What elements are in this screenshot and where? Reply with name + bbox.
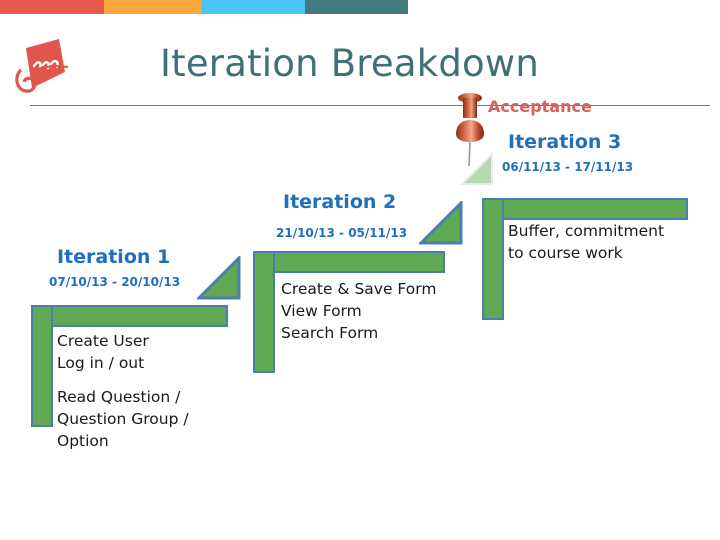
list-item: Log in / out bbox=[57, 354, 145, 372]
list-item: Option bbox=[57, 432, 109, 450]
iteration-1-arrowhead-icon bbox=[195, 254, 241, 300]
list-item: Search Form bbox=[281, 324, 379, 342]
iteration-1-bracket-side bbox=[31, 305, 53, 427]
iteration-2-bracket-side bbox=[253, 251, 275, 373]
iteration-3-bracket-side bbox=[482, 198, 504, 320]
list-item: Create User bbox=[57, 332, 149, 350]
list-item: Question Group / bbox=[57, 410, 189, 428]
list-item: Create & Save Form bbox=[281, 280, 437, 298]
color-band-segment-teal bbox=[305, 0, 408, 14]
iteration-3-item-list: Buffer, commitment to course work bbox=[508, 220, 698, 264]
page-title: Iteration Breakdown bbox=[160, 42, 539, 85]
iteration-2-item-list: Create & Save Form View Form Search Form bbox=[281, 278, 461, 344]
iteration-1-bracket-top bbox=[31, 305, 228, 327]
list-item: Read Question / bbox=[57, 388, 181, 406]
iteration-2-bracket-top bbox=[253, 251, 445, 273]
list-item: View Form bbox=[281, 302, 362, 320]
iteration-3-bracket-top bbox=[482, 198, 688, 220]
color-band-segment-orange bbox=[104, 0, 202, 14]
iteration-1-heading: Iteration 1 bbox=[57, 246, 171, 268]
pushpin-icon bbox=[448, 88, 492, 168]
iteration-1-dates: 07/10/13 - 20/10/13 bbox=[49, 275, 181, 289]
decorative-color-band bbox=[0, 0, 720, 14]
iteration-3-dates: 06/11/13 - 17/11/13 bbox=[502, 160, 634, 174]
iteration-2-heading: Iteration 2 bbox=[283, 191, 397, 213]
iteration-2-dates: 21/10/13 - 05/11/13 bbox=[276, 226, 408, 240]
iteration-1-item-list: Create User Log in / out Read Question /… bbox=[57, 330, 247, 452]
iteration-2-arrowhead-icon bbox=[417, 199, 463, 245]
acceptance-label: Acceptance bbox=[488, 97, 592, 116]
iteration-3-heading: Iteration 3 bbox=[508, 131, 622, 153]
color-band-segment-blue bbox=[202, 0, 305, 14]
brand-logo bbox=[12, 36, 76, 98]
iteration-3-arrowhead-icon bbox=[459, 151, 494, 186]
list-item: to course work bbox=[508, 244, 623, 262]
list-item: Buffer, commitment bbox=[508, 222, 665, 240]
title-divider bbox=[30, 105, 710, 106]
color-band-segment-red bbox=[0, 0, 104, 14]
